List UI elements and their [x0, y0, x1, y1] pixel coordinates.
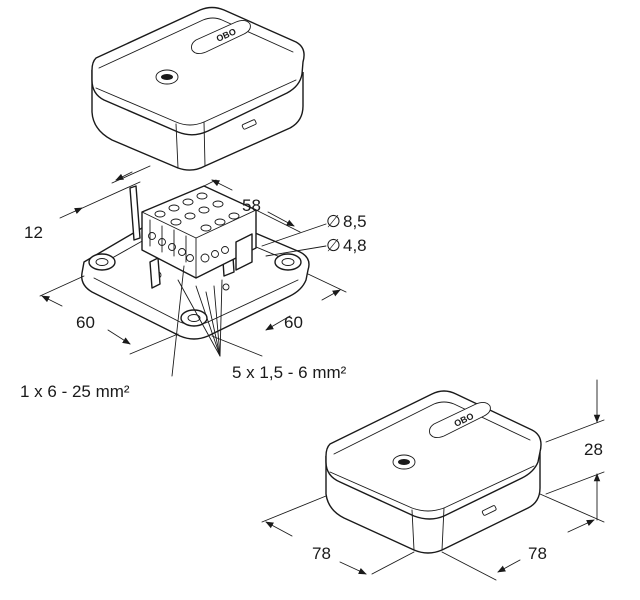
hole-small-symbol: ∅ [326, 236, 341, 255]
dim-box-length-left: 78 [312, 544, 331, 563]
dim-base-right: 60 [284, 313, 303, 332]
label-earth-terminal: 1 x 6 - 25 mm² [20, 382, 130, 401]
dim-gap-height: 12 [24, 223, 43, 242]
closed-box-illustration: OBO 28 78 78 [261, 379, 605, 581]
dim-terminal-width: 58 [242, 196, 261, 215]
base-screw [222, 283, 230, 291]
dim-box-height: 28 [584, 440, 603, 459]
base-assembly-illustration: 12 58 ∅ 8,5 ∅ 4,8 60 60 1 x 6 - 25 mm² [20, 165, 367, 401]
dim-12-line-lower [77, 181, 141, 211]
top-lid-side-slot [241, 119, 257, 130]
base-hole-right [274, 253, 302, 271]
terminal-block [141, 185, 257, 279]
top-lid-illustration: OBO [91, 6, 305, 171]
closed-box-side-slot [481, 505, 497, 516]
dim-12-line-upper [111, 165, 151, 184]
hole-large-symbol: ∅ [326, 212, 341, 231]
label-phase-terminals: 5 x 1,5 - 6 mm² [232, 363, 347, 382]
dim-base-left: 60 [76, 313, 95, 332]
hole-small-diameter: 4,8 [343, 236, 367, 255]
base-hole-left [88, 253, 116, 271]
base-hole-front [180, 309, 208, 327]
dim-box-length-right: 78 [528, 544, 547, 563]
hole-large-diameter: 8,5 [343, 212, 367, 231]
